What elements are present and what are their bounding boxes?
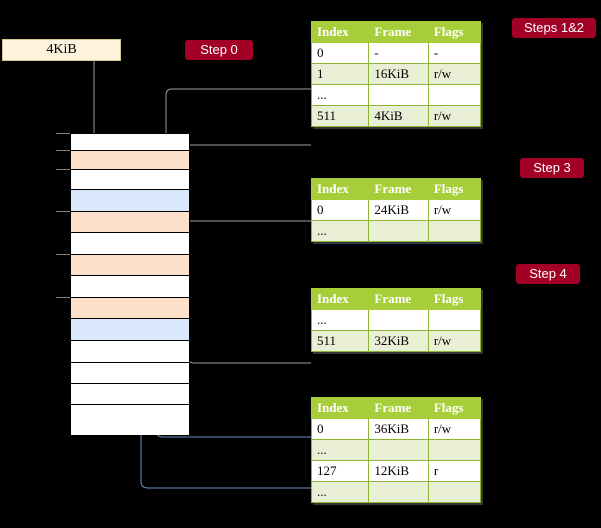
column-header-flags: Flags bbox=[427, 397, 482, 419]
table-cell: 0 bbox=[310, 42, 370, 64]
table-cell: 127 bbox=[310, 460, 370, 482]
column-header-frame: Frame bbox=[368, 288, 429, 310]
memory-row-tick bbox=[56, 297, 70, 298]
memory-frame-row bbox=[71, 170, 189, 190]
frame-size-box: 4KiB bbox=[2, 39, 121, 61]
table-cell bbox=[368, 439, 429, 461]
badge-step-4: Step 4 bbox=[516, 264, 580, 284]
memory-frame-row bbox=[71, 212, 189, 233]
column-header-index: Index bbox=[310, 21, 370, 43]
table-cell: r/w bbox=[427, 199, 482, 221]
table-cell: ... bbox=[310, 309, 370, 331]
memory-row-tick bbox=[56, 169, 70, 170]
badge-step-0: Step 0 bbox=[185, 40, 253, 60]
table-cell: 36KiB bbox=[368, 418, 429, 440]
wire-level2-row511 bbox=[180, 285, 311, 364]
column-header-index: Index bbox=[310, 178, 370, 200]
column-header-flags: Flags bbox=[427, 178, 482, 200]
table-cell: - bbox=[427, 42, 482, 64]
table-cell: r/w bbox=[427, 63, 482, 85]
memory-frame-row bbox=[71, 190, 189, 212]
table-cell: r bbox=[427, 460, 482, 482]
table-cell: 511 bbox=[310, 105, 370, 127]
table-cell: 24KiB bbox=[368, 199, 429, 221]
memory-frame-row bbox=[71, 341, 189, 363]
table-cell bbox=[427, 439, 482, 461]
table-cell: ... bbox=[310, 84, 370, 106]
table-row: ... bbox=[310, 309, 482, 331]
table-cell bbox=[368, 481, 429, 503]
table-row: ... bbox=[310, 220, 482, 242]
memory-frame-row bbox=[71, 405, 189, 435]
table-cell: 16KiB bbox=[368, 63, 429, 85]
table-row: ... bbox=[310, 439, 482, 461]
memory-frame-row bbox=[71, 319, 189, 341]
badge-steps-1-2: Steps 1&2 bbox=[512, 18, 596, 38]
memory-row-tick bbox=[56, 211, 70, 212]
table-cell: 0 bbox=[310, 199, 370, 221]
memory-frame-row bbox=[71, 255, 189, 276]
table-cell: 511 bbox=[310, 330, 370, 352]
column-header-frame: Frame bbox=[368, 178, 429, 200]
table-cell: - bbox=[368, 42, 429, 64]
table-row: 0-- bbox=[310, 42, 482, 64]
column-header-index: Index bbox=[310, 288, 370, 310]
memory-frame-row bbox=[71, 233, 189, 255]
table-cell: r/w bbox=[427, 105, 482, 127]
table-row: ... bbox=[310, 481, 482, 503]
memory-frame-row bbox=[71, 151, 189, 170]
memory-row-tick bbox=[56, 133, 70, 134]
memory-frame-row bbox=[71, 276, 189, 298]
memory-row-tick bbox=[56, 254, 70, 255]
table-cell: 1 bbox=[310, 63, 370, 85]
table-cell bbox=[368, 84, 429, 106]
table-cell: 4KiB bbox=[368, 105, 429, 127]
column-header-flags: Flags bbox=[427, 21, 482, 43]
column-header-frame: Frame bbox=[368, 397, 429, 419]
table-cell bbox=[427, 220, 482, 242]
table-cell bbox=[368, 220, 429, 242]
table-cell: 0 bbox=[310, 418, 370, 440]
wire-level1-row0 bbox=[180, 220, 311, 252]
physical-memory-column bbox=[70, 133, 190, 435]
table-cell: 32KiB bbox=[368, 330, 429, 352]
column-header-frame: Frame bbox=[368, 21, 429, 43]
memory-row-tick bbox=[56, 150, 70, 151]
memory-frame-row bbox=[71, 298, 189, 319]
column-header-index: Index bbox=[310, 397, 370, 419]
memory-frame-row bbox=[71, 384, 189, 405]
table-cell: r/w bbox=[427, 330, 482, 352]
table-cell bbox=[427, 84, 482, 106]
badge-step-3: Step 3 bbox=[520, 158, 584, 178]
table-cell: ... bbox=[310, 220, 370, 242]
table-cell: ... bbox=[310, 439, 370, 461]
table-cell bbox=[427, 481, 482, 503]
table-cell: ... bbox=[310, 481, 370, 503]
table-row: ... bbox=[310, 84, 482, 106]
table-cell: 12KiB bbox=[368, 460, 429, 482]
table-cell: r/w bbox=[427, 418, 482, 440]
memory-frame-row bbox=[71, 363, 189, 384]
table-cell bbox=[368, 309, 429, 331]
memory-frame-row bbox=[71, 134, 189, 151]
table-cell bbox=[427, 309, 482, 331]
column-header-flags: Flags bbox=[427, 288, 482, 310]
